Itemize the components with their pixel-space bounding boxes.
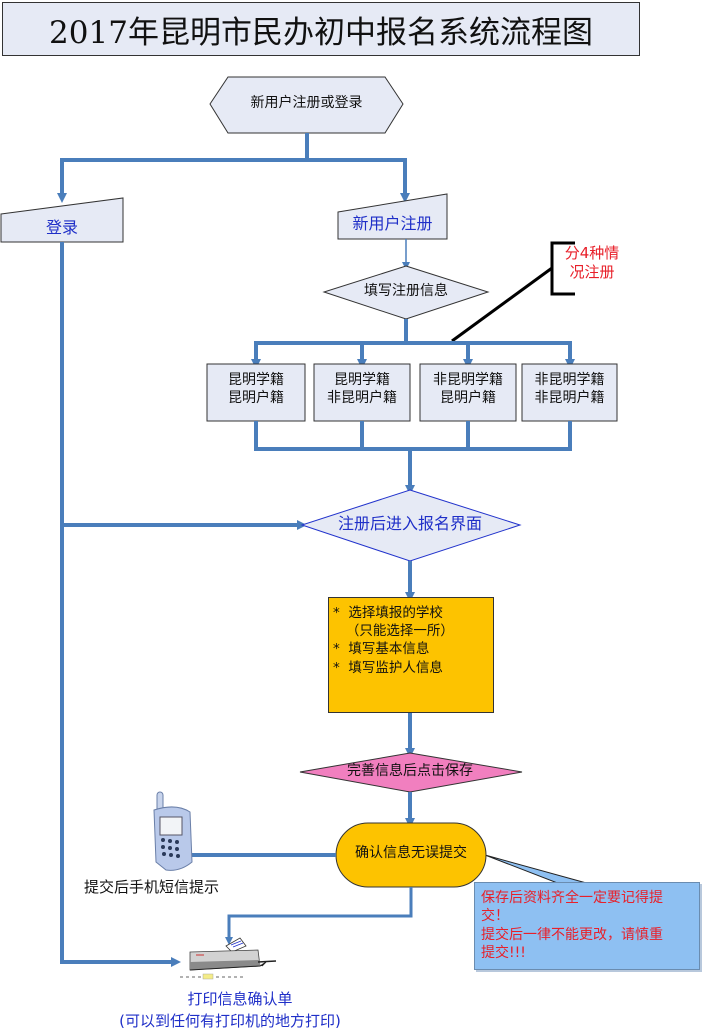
warning-line-2: 交！	[481, 908, 509, 925]
callout-pointer	[484, 854, 591, 885]
task-item-1: * 选择填报的学校	[333, 605, 443, 621]
fill-register-label: 填写注册信息	[364, 283, 448, 299]
login-node	[0, 197, 124, 243]
connector-merge-cases	[254, 421, 572, 495]
case-4-line-1: 非昆明学籍	[534, 372, 605, 388]
print-note: (可以到任何有打印机的地方打印)	[119, 1012, 341, 1030]
connector-split-top	[57, 133, 410, 203]
register-node	[337, 193, 448, 240]
case-2-line-1: 昆明学籍	[334, 372, 390, 388]
warning-line-1: 保存后资料齐全一定要记得提	[481, 890, 663, 906]
case-2-line-2: 非昆明户籍	[327, 389, 397, 406]
page-title: 2017年昆明市民办初中报名系统流程图	[2, 2, 640, 56]
case-3-line-2: 昆明户籍	[440, 389, 496, 406]
save-node-label: 完善信息后点击保存	[347, 763, 473, 779]
start-node-label: 新用户注册或登录	[250, 95, 363, 111]
confirm-submit-label: 确认信息无误提交	[355, 845, 467, 861]
case-box-1	[206, 363, 306, 422]
cases-note-line-2: 况注册	[569, 262, 615, 281]
start-node	[209, 76, 404, 134]
register-node-label: 新用户注册	[352, 214, 433, 233]
sms-note: 提交后手机短信提示	[84, 878, 220, 896]
case-label-4: 非昆明学籍 非昆明户籍	[522, 372, 617, 407]
printer-icon	[180, 937, 277, 980]
case-4-line-2: 非昆明户籍	[534, 389, 605, 406]
cases-note-line-1: 分4种情	[564, 244, 620, 262]
connector-split-cases	[251, 319, 575, 369]
case-1-line-1: 昆明学籍	[228, 372, 284, 388]
print-title: 打印信息确认单	[187, 990, 293, 1008]
case-1-line-2: 昆明户籍	[228, 389, 284, 406]
cases-note-pointer	[451, 241, 575, 343]
task-item-1-note: （只能选择一所）	[333, 623, 454, 640]
case-label-1: 昆明学籍 昆明户籍	[207, 372, 305, 407]
task-item-2: * 填写基本信息	[333, 641, 430, 658]
task-box: * 选择填报的学校 （只能选择一所） * 填写基本信息 * 填写监护人信息	[328, 597, 494, 713]
warning-line-4: 提交!!!	[481, 945, 526, 962]
enter-apply-label: 注册后进入报名界面	[337, 514, 482, 533]
case-box-2	[313, 363, 411, 422]
warning-callout: 保存后资料齐全一定要记得提 交！ 提交后一律不能更改，请慎重 提交!!!	[474, 882, 700, 970]
case-label-3: 非昆明学籍 昆明户籍	[420, 372, 516, 407]
mobile-phone-icon	[153, 791, 193, 871]
warning-line-3: 提交后一律不能更改，请慎重	[481, 926, 663, 943]
task-item-3: * 填写监护人信息	[333, 659, 443, 676]
case-box-3	[419, 363, 517, 422]
login-node-label: 登录	[45, 218, 78, 237]
cases-note: 分4种情 况注册	[557, 244, 627, 282]
connector-login	[60, 242, 307, 967]
case-label-2: 昆明学籍 非昆明户籍	[314, 372, 410, 407]
connector-confirm-print	[225, 887, 413, 945]
case-3-line-1: 非昆明学籍	[433, 372, 503, 388]
